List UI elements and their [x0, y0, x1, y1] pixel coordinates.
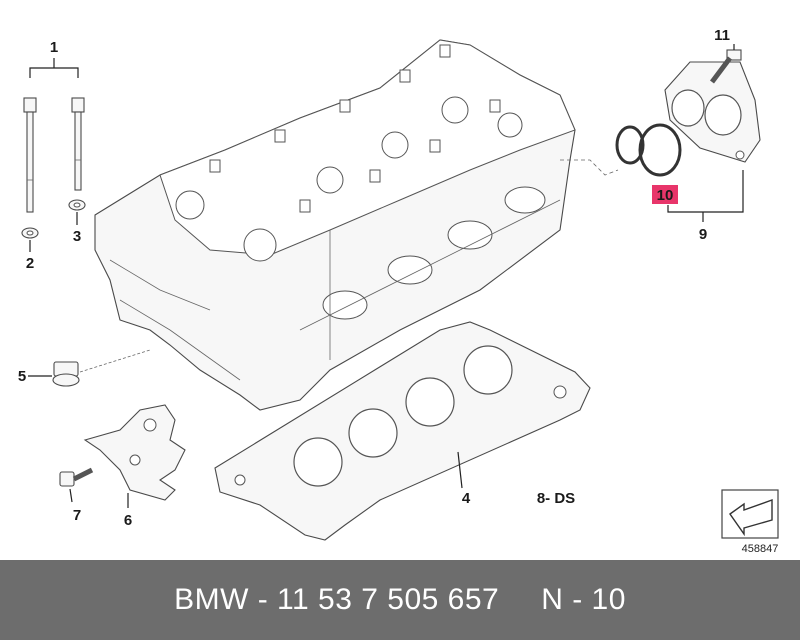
- part-number: BMW - 11 53 7 505 657: [174, 583, 500, 616]
- parts-diagram: 1 2 3 5 6 7: [18, 27, 779, 555]
- footer-bar: BMW - 11 53 7 505 657 N - 10: [0, 560, 800, 640]
- washer-2: [21, 227, 39, 252]
- callout-10: 10: [657, 187, 674, 204]
- cylinder-head: [94, 39, 576, 411]
- bolt-11: [710, 44, 742, 84]
- callout-4: 4: [462, 490, 471, 507]
- callout-3: 3: [73, 228, 81, 245]
- position-number: N - 10: [541, 583, 626, 616]
- highlight-box: [652, 185, 678, 204]
- diagram-id: 458847: [742, 543, 779, 555]
- callout-11: 11: [714, 27, 730, 44]
- bracket-bolt: [59, 467, 94, 503]
- head-bolts: [23, 58, 85, 213]
- callout-8: 8- DS: [537, 490, 575, 507]
- bracket: [83, 404, 186, 508]
- screw-plug: [28, 349, 151, 387]
- callout-5: 5: [18, 368, 26, 385]
- callout-9: 9: [699, 226, 707, 243]
- head-gasket: [214, 321, 591, 541]
- callout-6: 6: [124, 512, 132, 529]
- flange-assembly: [664, 61, 761, 163]
- o-ring-10: [615, 123, 682, 177]
- view-arrow-icon: [721, 489, 779, 539]
- washer-3: [68, 199, 86, 225]
- callout-2: 2: [26, 255, 34, 272]
- callout-7: 7: [73, 507, 81, 524]
- callout-1: 1: [50, 39, 58, 56]
